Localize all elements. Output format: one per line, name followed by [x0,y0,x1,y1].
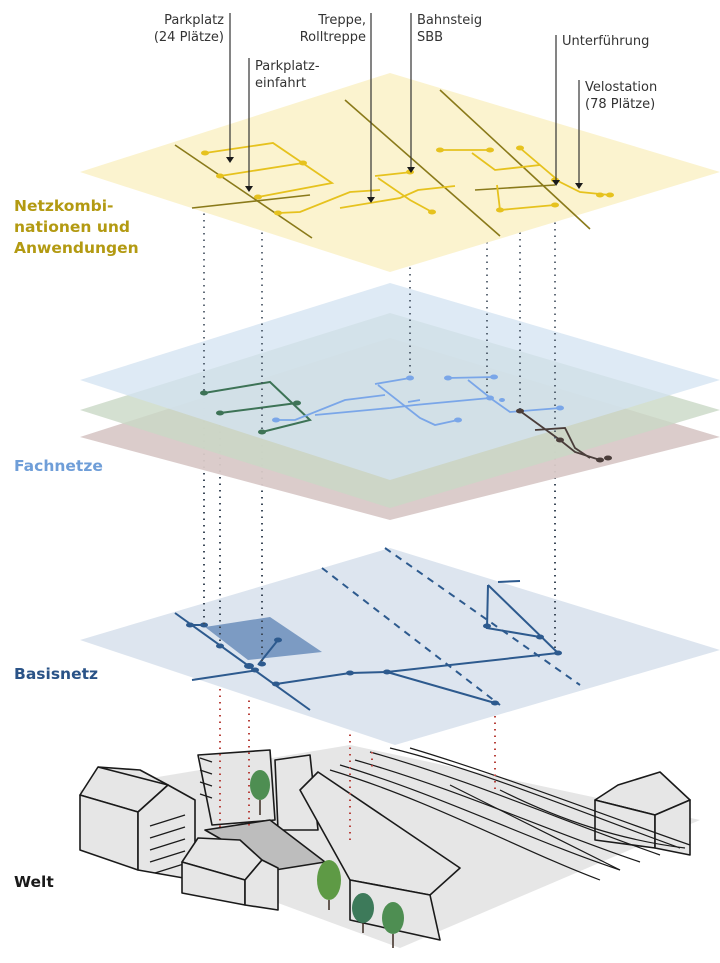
building-middle-house [181,837,279,911]
building-right-house [594,771,691,856]
callout-treppe: Treppe, Rolltreppe [299,13,366,45]
tree [382,902,404,948]
arrow-icon [226,157,234,163]
building-tall-block [197,749,319,831]
arrow-icon [407,167,415,173]
fachnetz-plane-blue [80,283,720,480]
fach-network-blue [276,376,561,426]
basis-nodes [186,622,562,706]
fachnetze-layer [80,283,720,520]
layer-label-basisnetz: Basisnetz [14,665,99,683]
tree [317,860,341,910]
arrow-icon [367,197,375,203]
building-left-house [79,766,196,881]
callout-leaders [229,13,580,197]
callout-velostation: Velostation (78 Plätze) [585,80,658,112]
parking-area [205,617,322,660]
tree [352,893,374,933]
callout-parkplatz: Parkplatz (24 Plätze) [153,13,224,45]
arrow-icon [552,180,560,186]
basisnetz-layer [80,547,720,745]
callout-arrowheads [226,157,583,203]
railway-tracks [329,747,691,881]
layer-label-netzkombinationen: Netzkombi- nationen und Anwendungen [14,197,139,257]
trees [250,770,404,948]
netzkombinationen-layer [80,73,720,272]
arrow-icon [245,186,253,192]
fach-network-dark [519,410,601,461]
layer-label-welt: Welt [14,873,54,891]
layer-label-fachnetze: Fachnetze [14,457,103,475]
world-layer [79,745,700,948]
basis-dashed-lines [321,547,581,706]
basisnetz-plane [80,548,720,745]
callout-unterfuehrung: Unterführung [562,34,650,49]
callout-einfahrt: Parkplatz- einfahrt [255,59,320,91]
tree [250,770,270,815]
callout-bahnsteig: Bahnsteig SBB [417,13,483,45]
fach-network-green [203,380,313,433]
arrow-icon [575,183,583,189]
